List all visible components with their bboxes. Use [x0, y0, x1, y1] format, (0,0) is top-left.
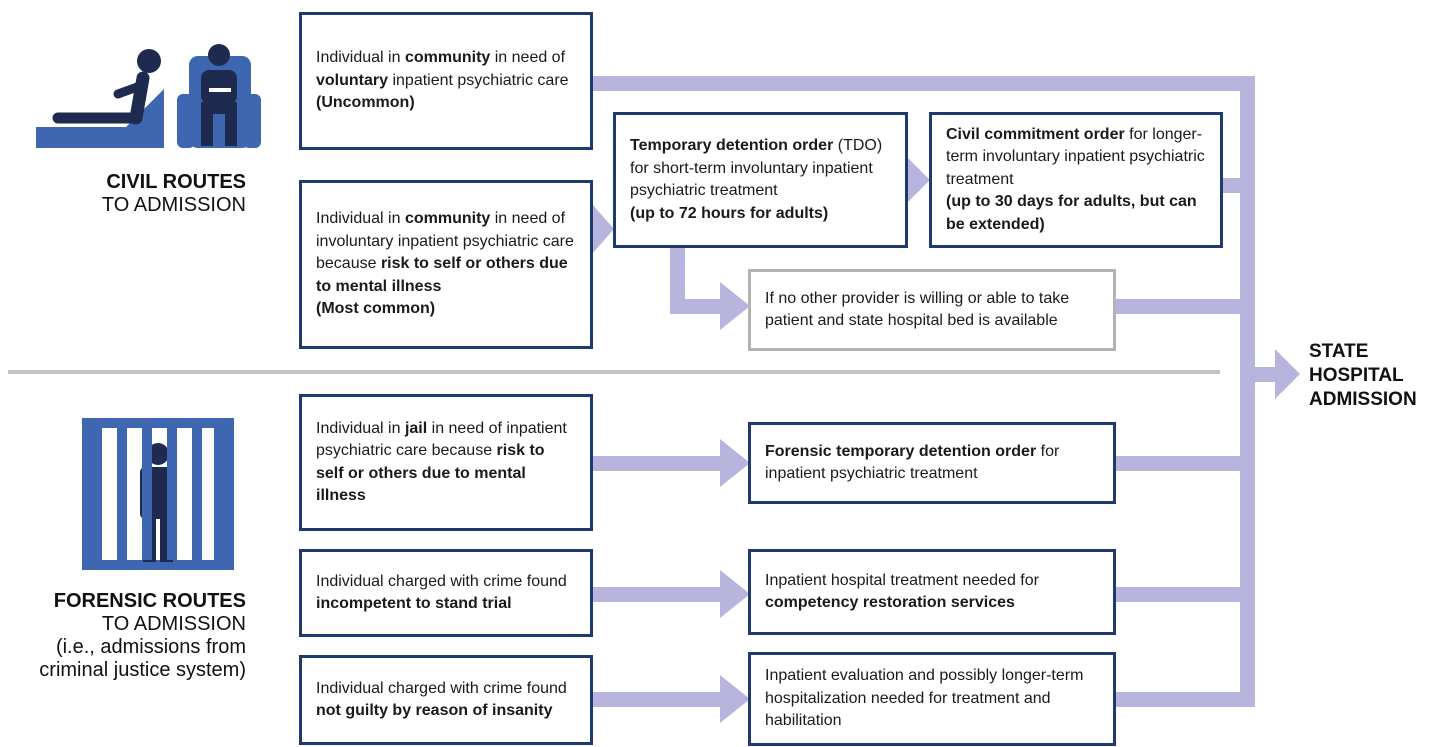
target-line2: HOSPITAL	[1309, 365, 1404, 386]
forensic-routes-title: FORENSIC ROUTES	[53, 590, 246, 612]
frequency-note: (Uncommon)	[316, 94, 415, 112]
connector-tdo-down	[670, 247, 685, 314]
text: Individual in	[316, 210, 405, 228]
connector-commitment	[1222, 178, 1255, 193]
collector-line	[1240, 76, 1255, 707]
text: Individual charged with crime found	[316, 572, 567, 590]
arrow-involuntary-to-tdo	[592, 204, 614, 254]
text-bold: competency restoration services	[765, 594, 1015, 611]
arrow-to-state-hospital	[1275, 349, 1300, 399]
connector-jail	[592, 456, 720, 471]
forensic-routes-label: FORENSIC ROUTES TO ADMISSION (i.e., admi…	[8, 590, 246, 682]
forensic-routes-line4: criminal justice system)	[39, 659, 246, 681]
connector-ngri	[592, 692, 720, 707]
state-hospital-admission-label: STATE HOSPITAL ADMISSION	[1309, 340, 1417, 412]
arrow-to-no-provider	[720, 282, 750, 330]
text: Individual in	[316, 419, 405, 437]
involuntary-care-box: Individual in community in need of invol…	[299, 180, 593, 349]
hospital-bed-patient-icon	[36, 49, 164, 148]
civil-routes-label: CIVIL ROUTES TO ADMISSION	[20, 171, 246, 217]
text: in need of	[490, 49, 566, 67]
connector-incompetent	[592, 587, 720, 602]
text: If no other provider is willing or able …	[765, 289, 1070, 330]
text: in need of inpatient psychiatric care be…	[316, 419, 567, 460]
ngri-box: Individual charged with crime found not …	[299, 655, 593, 745]
text: for inpatient psychiatric treatment	[765, 442, 1060, 483]
text-bold: Forensic temporary detention order	[765, 442, 1037, 460]
connector-voluntary	[592, 76, 1255, 91]
arrow-to-evaluation	[720, 675, 750, 723]
forensic-routes-line2: TO ADMISSION	[101, 613, 246, 635]
text-bold: risk to self or others due to mental ill…	[316, 442, 545, 504]
target-line3: ADMISSION	[1309, 389, 1417, 410]
evaluation-box: Inpatient evaluation and possibly longer…	[748, 652, 1116, 746]
jail-cell-person-icon	[82, 418, 234, 570]
text-bold: voluntary	[316, 71, 389, 89]
text: (TDO) for short-term involuntary inpatie…	[630, 137, 883, 199]
text-bold: incompetent to stand trial	[316, 595, 512, 612]
text: Inpatient hospital treatment needed for	[765, 571, 1039, 589]
civil-commitment-box: Civil commitment order for longer-term i…	[929, 112, 1223, 248]
text-bold: risk to self or others due to mental ill…	[316, 255, 568, 295]
jail-box: Individual in jail in need of inpatient …	[299, 394, 593, 531]
text: Individual charged with crime found	[316, 679, 567, 697]
text-bold: not guilty by reason of insanity	[316, 702, 553, 719]
incompetent-box: Individual charged with crime found inco…	[299, 549, 593, 637]
text-bold: Temporary detention order	[630, 137, 834, 154]
text: inpatient psychiatric care	[388, 71, 569, 89]
forensic-tdo-box: Forensic temporary detention order for i…	[748, 422, 1116, 504]
text-bold: Civil commitment order	[946, 125, 1125, 143]
arrow-to-competency	[720, 570, 750, 618]
text: for longer-term involuntary inpatient ps…	[946, 125, 1205, 188]
section-divider	[8, 370, 1220, 374]
competency-box: Inpatient hospital treatment needed for …	[748, 549, 1116, 635]
duration-note: (up to 72 hours for adults)	[630, 204, 829, 222]
forensic-routes-line3: (i.e., admissions from	[55, 636, 246, 658]
civil-routes-subtitle: TO ADMISSION	[101, 194, 246, 216]
civil-routes-title: CIVIL ROUTES	[106, 171, 246, 193]
text: Individual in	[316, 49, 405, 67]
connector-to-target	[1240, 367, 1277, 382]
arrow-to-forensic-tdo	[720, 439, 750, 487]
connector-no-provider	[1115, 299, 1255, 314]
voluntary-care-box: Individual in community in need of volun…	[299, 12, 593, 150]
text: in need of involuntary inpatient psychia…	[316, 210, 574, 273]
wheelchair-person-icon	[177, 44, 261, 148]
no-provider-box: If no other provider is willing or able …	[748, 269, 1116, 351]
text-bold: jail	[404, 419, 428, 437]
duration-note: (up to 30 days for adults, but can be ex…	[946, 193, 1197, 233]
frequency-note: (Most common)	[316, 300, 436, 318]
text-bold: community	[404, 210, 491, 228]
text: Inpatient evaluation and possibly longer…	[765, 667, 1084, 730]
tdo-box: Temporary detention order (TDO) for shor…	[613, 112, 908, 248]
text-bold: community	[404, 49, 491, 67]
target-line1: STATE	[1309, 341, 1369, 362]
arrow-tdo-to-commitment	[907, 157, 930, 203]
